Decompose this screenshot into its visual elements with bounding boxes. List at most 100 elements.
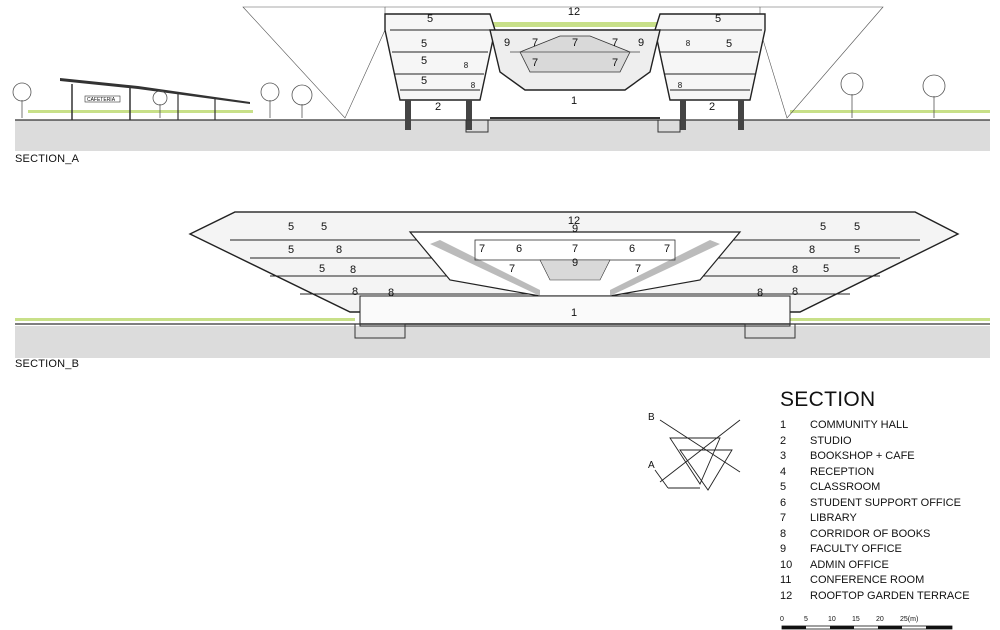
legend-item-label: BOOKSHOP + CAFE [810, 450, 915, 462]
room-tag: 5 [321, 221, 327, 233]
room-tag: 7 [532, 37, 538, 49]
legend-item-label: RECEPTION [810, 465, 875, 478]
legend-item-label: STUDIO [810, 434, 852, 447]
scale-bar [781, 625, 953, 630]
room-tag: 7 [572, 37, 578, 49]
cafeteria-pavilion-a [60, 78, 250, 104]
room-tag: 5 [421, 38, 427, 50]
legend-item-label: STUDENT SUPPORT OFFICE [810, 496, 961, 509]
legend-item: 8 CORRIDOR OF BOOKS [780, 527, 995, 543]
community-hall-b [359, 295, 791, 327]
room-tag: 7 [612, 57, 618, 69]
room-tag: 9 [504, 37, 510, 49]
legend-item-label: CONFERENCE ROOM [810, 574, 925, 586]
room-tag: 2 [709, 101, 715, 113]
legend-item: 4 RECEPTION [780, 465, 995, 481]
room-tag: 5 [288, 244, 294, 256]
legend-item-number: 2 [780, 434, 787, 447]
room-tag: 5 [715, 13, 721, 25]
legend-item-number: 8 [780, 527, 787, 540]
room-tag: 9 [572, 257, 578, 269]
trees-a [12, 72, 946, 118]
room-tag: 8 [686, 39, 691, 48]
legend-item: 11 CONFERENCE ROOM [780, 573, 995, 589]
legend-item-number: 9 [780, 543, 787, 555]
room-tag: 7 [532, 57, 538, 69]
room-tag: 8 [471, 81, 476, 90]
legend-item-number: 11 [780, 574, 792, 586]
room-tag: 8 [350, 264, 356, 276]
room-tag: 7 [635, 263, 641, 275]
left-tower-a [384, 13, 496, 101]
grass-right-a [790, 110, 990, 113]
grass-left-b [15, 318, 355, 321]
legend-item-label: CORRIDOR OF BOOKS [810, 527, 931, 540]
section-a-drawing [12, 6, 990, 151]
room-tag: 5 [288, 221, 294, 233]
room-tag: 7 [509, 263, 515, 275]
legend-item: 5 CLASSROOM [780, 480, 995, 496]
room-tag: 6 [516, 243, 522, 255]
room-tag: 2 [435, 101, 441, 113]
legend-item-label: FACULTY OFFICE [810, 543, 902, 555]
legend-item-label: CLASSROOM [810, 481, 881, 493]
room-tag: 8 [678, 81, 683, 90]
legend-item-label: LIBRARY [810, 512, 857, 524]
section-b-drawing [15, 211, 990, 358]
room-tag: 5 [854, 221, 860, 233]
room-tag: 5 [854, 244, 860, 256]
legend-item-number: 10 [780, 558, 793, 571]
legend-item: 10 ADMIN OFFICE [780, 558, 995, 574]
legend-item-number: 3 [780, 450, 787, 462]
scale-tick-label: 20 [876, 616, 884, 623]
legend-item: 6 STUDENT SUPPORT OFFICE [780, 496, 995, 512]
legend-item-number: 6 [780, 496, 787, 509]
scale-tick-label: 25(m) [900, 616, 919, 623]
room-tag: 12 [568, 6, 580, 18]
key-plan-label-b: B [648, 412, 655, 423]
section-b-label: SECTION_B [15, 358, 80, 370]
legend-item: 1 COMMUNITY HALL [780, 418, 995, 434]
grass-left-a [28, 110, 253, 113]
room-tag: 9 [638, 37, 644, 49]
scale-bar-labels: 0 5 10 15 20 25(m) [780, 616, 950, 628]
room-tag: 7 [572, 243, 578, 255]
scale-tick-label: 5 [804, 616, 808, 623]
room-tag: 7 [664, 243, 670, 255]
room-tag: 8 [792, 264, 798, 276]
legend-item: 2 STUDIO [780, 434, 995, 450]
legend-item-label: COMMUNITY HALL [810, 419, 909, 431]
room-tag: 1 [571, 95, 577, 107]
room-tag: 8 [792, 286, 798, 298]
legend-title: SECTION [780, 388, 876, 411]
legend-item: 3 BOOKSHOP + CAFE [780, 449, 995, 465]
room-tag: 8 [809, 244, 815, 256]
legend-item-number: 5 [780, 481, 787, 493]
legend-item-label: ROOFTOP GARDEN TERRACE [810, 589, 970, 602]
room-tags: 5 5 5 5 5 5 12 1 2 2 7 7 7 7 7 9 9 8 8 8… [87, 6, 860, 319]
legend-item-number: 1 [780, 419, 787, 431]
room-tag: 5 [319, 263, 325, 275]
legend-item-number: 12 [780, 589, 793, 602]
room-tag: 6 [629, 243, 635, 255]
scale-tick-label: 15 [852, 616, 860, 623]
room-tag: 12 [568, 215, 580, 227]
room-tag: 8 [464, 61, 469, 70]
scale-tick-label: 10 [828, 616, 836, 623]
legend-item-label: ADMIN OFFICE [810, 558, 889, 571]
room-tag: 5 [427, 13, 433, 25]
scale-tick-label: 0 [780, 616, 784, 623]
room-tag: 5 [421, 55, 427, 67]
legend: SECTION 1 COMMUNITY HALL 2 STUDIO 3 BOOKSHOP … [780, 388, 995, 604]
room-tag: 5 [726, 38, 732, 50]
room-tag: 9 [572, 223, 578, 235]
key-plan-label-a: A [648, 460, 655, 471]
room-tag: 5 [421, 75, 427, 87]
room-tag: 1 [571, 307, 577, 319]
legend-item-number: 4 [780, 465, 787, 478]
room-tag: 8 [336, 244, 342, 256]
room-tag: 7 [479, 243, 485, 255]
cafeteria-sign: CAFETERIA [87, 97, 116, 103]
